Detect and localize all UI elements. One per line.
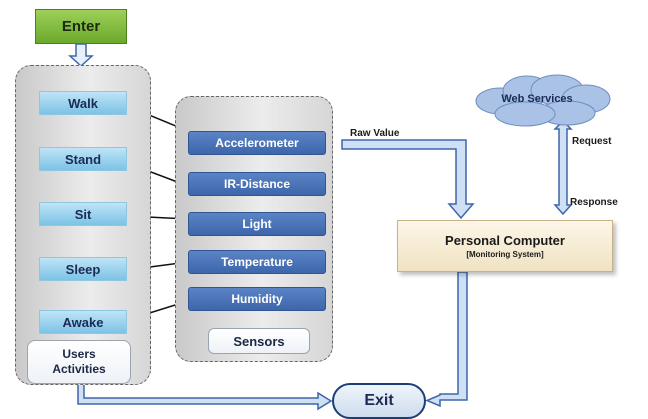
request-label: Request [572, 136, 612, 147]
pc-to-exit-arrow [425, 271, 468, 408]
exit-label: Exit [364, 392, 394, 409]
monitoring-system-subtitle: [Monitoring System] [466, 250, 544, 259]
exit-node: Exit [332, 383, 426, 419]
activity-stand: Stand [39, 147, 127, 171]
activity-label: Sleep [65, 261, 101, 277]
activity-label: Walk [68, 95, 98, 111]
enter-node: Enter [35, 9, 127, 44]
sensor-ir-distance: IR-Distance [188, 172, 326, 196]
activities-to-exit-arrow [77, 383, 333, 411]
activity-label: Stand [64, 151, 102, 167]
sensor-label: Temperature [221, 255, 293, 269]
sensor-light: Light [188, 212, 326, 236]
users-activities-label: Users Activities [27, 340, 131, 384]
enter-label: Enter [61, 18, 101, 35]
activity-label: Sit [74, 206, 92, 222]
activity-sit: Sit [39, 202, 127, 226]
sensors-text: Sensors [233, 333, 285, 349]
sensor-label: Light [242, 217, 272, 231]
raw-value-arrow [341, 139, 475, 220]
sensor-humidity: Humidity [188, 287, 326, 311]
sensor-label: Humidity [231, 292, 283, 306]
sensor-temperature: Temperature [188, 250, 326, 274]
sensor-label: Accelerometer [215, 136, 299, 150]
enter-to-activities-arrow [68, 43, 94, 68]
personal-computer-node: Personal Computer [Monitoring System] [397, 220, 613, 272]
personal-computer-title: Personal Computer [445, 233, 565, 248]
request-response-arrow [553, 119, 573, 216]
raw-value-label: Raw Value [350, 128, 400, 139]
web-services-cloud [475, 74, 611, 127]
sensor-accelerometer: Accelerometer [188, 131, 326, 155]
activity-sleep: Sleep [39, 257, 127, 281]
response-label: Response [570, 197, 618, 208]
users-activities-text: Users Activities [52, 347, 106, 376]
sensors-label: Sensors [208, 328, 310, 354]
web-services-label: Web Services [501, 93, 573, 105]
activity-walk: Walk [39, 91, 127, 115]
sensor-label: IR-Distance [223, 177, 291, 191]
activity-awake: Awake [39, 310, 127, 334]
activity-label: Awake [62, 314, 104, 330]
